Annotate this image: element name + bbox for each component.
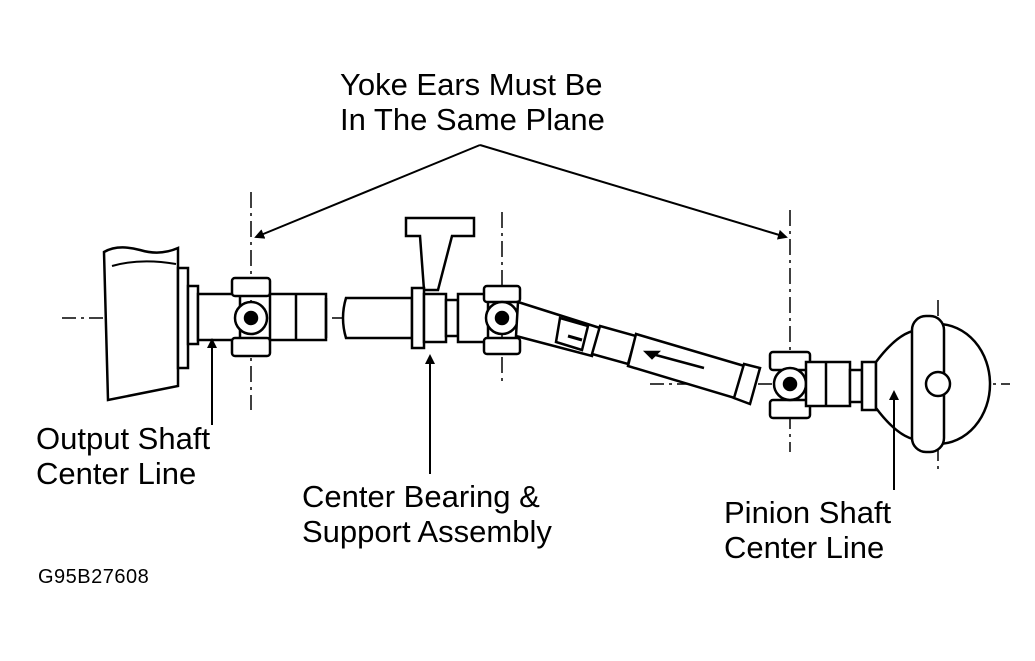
yoke-ears-line2: In The Same Plane — [340, 101, 605, 137]
output-shaft-line1: Output Shaft — [36, 421, 211, 456]
universal-joint-icon — [768, 350, 852, 420]
slip-yoke-icon — [514, 300, 762, 406]
universal-joint-icon — [196, 276, 328, 358]
center-bearing-label: Center Bearing & Support Assembly — [302, 479, 552, 549]
center-bearing-icon — [404, 216, 476, 350]
yoke-ears-label: Yoke Ears Must Be In The Same Plane — [340, 67, 605, 137]
center-bearing-line1: Center Bearing & — [302, 479, 540, 514]
output-shaft-line2: Center Line — [36, 455, 197, 491]
yoke-ears-leader — [254, 144, 788, 240]
pinion-shaft-line1: Pinion Shaft — [724, 495, 892, 530]
yoke-ears-line1: Yoke Ears Must Be — [340, 67, 603, 102]
label-leaders — [207, 338, 899, 490]
universal-joint-icon — [456, 284, 522, 356]
figure-code: G95B27608 — [38, 566, 150, 588]
front-shaft-tube — [324, 296, 414, 340]
transmission-housing-icon — [102, 246, 200, 402]
differential-housing-icon — [848, 314, 992, 454]
pinion-shaft-line2: Center Line — [724, 529, 885, 565]
pinion-shaft-label: Pinion Shaft Center Line — [724, 495, 892, 565]
center-bearing-line2: Support Assembly — [302, 513, 552, 549]
output-shaft-label: Output Shaft Center Line — [36, 421, 211, 491]
